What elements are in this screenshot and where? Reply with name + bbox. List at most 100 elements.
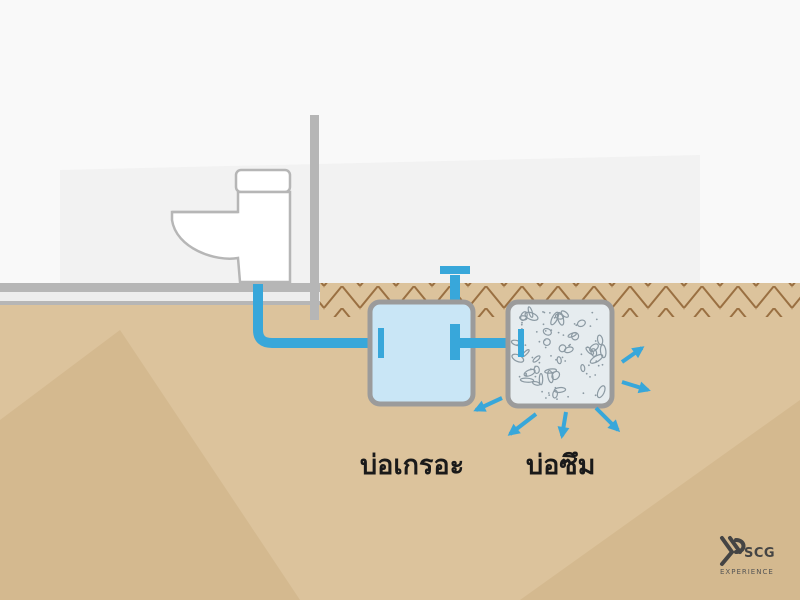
gravel-dot bbox=[589, 376, 591, 378]
gravel-dot bbox=[601, 355, 604, 358]
logo-subtitle: EXPERIENCE bbox=[720, 568, 774, 576]
gravel-dot bbox=[516, 344, 519, 346]
gravel-dot bbox=[538, 340, 541, 343]
seepage-pit-label: บ่อซึม bbox=[526, 450, 596, 481]
gravel-stone bbox=[550, 311, 560, 326]
gravel-stone bbox=[589, 353, 604, 364]
gravel-stone bbox=[532, 355, 541, 363]
gravel-dot bbox=[550, 355, 552, 357]
gravel-dot bbox=[595, 360, 598, 363]
gravel-dot bbox=[542, 311, 544, 313]
septic-tank-label: บ่อเกรอะ bbox=[360, 450, 465, 481]
gravel-stone bbox=[596, 334, 604, 346]
gravel-dot bbox=[542, 323, 545, 326]
scg-experience-logo: SCG EXPERIENCE bbox=[716, 534, 786, 582]
gravel-stone bbox=[519, 315, 528, 321]
gravel-stone bbox=[532, 380, 541, 386]
gravel-stone bbox=[519, 377, 535, 383]
gravel-dot bbox=[567, 395, 569, 398]
gravel-dot bbox=[589, 325, 592, 327]
ground-shadow-left bbox=[0, 330, 300, 600]
gravel-dot bbox=[554, 386, 557, 389]
gravel-dot bbox=[569, 343, 571, 346]
gravel-stone bbox=[553, 386, 567, 394]
gravel-dot bbox=[594, 374, 597, 376]
toilet-icon bbox=[170, 168, 292, 284]
gravel-stone bbox=[558, 344, 567, 353]
gravel-dot bbox=[580, 353, 583, 356]
gravel-stone bbox=[589, 343, 599, 353]
gravel-dot bbox=[535, 331, 538, 333]
gravel-dot bbox=[591, 311, 594, 314]
gravel-stone bbox=[567, 332, 577, 338]
gravel-dot bbox=[531, 356, 534, 359]
gravel-dot bbox=[573, 323, 576, 325]
seepage-arrow bbox=[557, 411, 570, 439]
gravel-dot bbox=[541, 390, 543, 393]
scg-mark-icon bbox=[720, 536, 746, 566]
seepage-arrow bbox=[620, 346, 645, 364]
seepage-arrow bbox=[507, 412, 538, 436]
gravel-dot bbox=[557, 331, 560, 334]
gravel-dot bbox=[562, 334, 565, 336]
gravel-dot bbox=[575, 324, 578, 327]
gravel-dot bbox=[530, 368, 532, 371]
gravel-stone bbox=[547, 369, 554, 384]
floor-slab-edge bbox=[0, 301, 320, 305]
seepage-arrow bbox=[621, 380, 651, 394]
seepage-arrow bbox=[594, 406, 621, 433]
gravel-stone bbox=[544, 368, 558, 374]
gravel-dot bbox=[550, 329, 553, 331]
gravel-dot bbox=[534, 375, 537, 378]
gravel-dot bbox=[544, 346, 547, 349]
gravel-stone bbox=[554, 313, 565, 320]
gravel-stone bbox=[556, 356, 562, 365]
gravel-stone bbox=[596, 385, 606, 399]
floor-slab-face bbox=[0, 292, 320, 301]
gravel-dot bbox=[544, 330, 547, 332]
gravel-dot bbox=[548, 394, 551, 396]
gravel-dot bbox=[549, 312, 551, 314]
gravel-dot bbox=[543, 339, 546, 342]
gravel-dot bbox=[597, 364, 600, 367]
gravel-dot bbox=[543, 311, 546, 314]
gravel-dot bbox=[520, 323, 523, 326]
gravel-dot bbox=[594, 394, 597, 397]
gravel-stone bbox=[576, 319, 586, 328]
gravel-dot bbox=[556, 398, 558, 400]
gravel-dot bbox=[525, 372, 527, 375]
gravel-stone bbox=[542, 327, 552, 336]
gravel-stone bbox=[585, 346, 595, 355]
gravel-stone bbox=[523, 368, 536, 377]
building-wall bbox=[310, 115, 319, 320]
gravel-dot bbox=[534, 365, 537, 368]
seepage-arrows bbox=[473, 346, 651, 439]
gravel-dot bbox=[545, 397, 547, 399]
gravel-dot bbox=[595, 318, 598, 321]
logo-brand: SCG bbox=[744, 546, 776, 561]
gravel-dot bbox=[561, 356, 564, 359]
septic-tank bbox=[367, 299, 476, 407]
gravel-dot bbox=[553, 316, 556, 319]
gravel-stone bbox=[527, 306, 534, 318]
gravel-stone bbox=[552, 389, 559, 399]
background-shade bbox=[60, 155, 700, 300]
gravel-dot bbox=[585, 372, 588, 375]
gravel-stone bbox=[580, 364, 586, 373]
gravel-dot bbox=[601, 363, 604, 366]
gravel-dot bbox=[594, 340, 597, 342]
gravel-dot bbox=[564, 360, 567, 362]
pipe-toilet-to-septic bbox=[253, 284, 380, 348]
gravel-dot bbox=[582, 392, 585, 395]
gravel-dot bbox=[525, 374, 528, 377]
gravel-stone bbox=[599, 344, 607, 359]
seepage-arrow bbox=[473, 396, 503, 412]
gravel-dot bbox=[588, 364, 590, 367]
gravel-dot bbox=[547, 392, 550, 394]
gravel-dot bbox=[538, 361, 541, 364]
gravel-fill bbox=[510, 306, 607, 400]
gravel-dot bbox=[524, 344, 527, 346]
gravel-dot bbox=[518, 375, 521, 378]
